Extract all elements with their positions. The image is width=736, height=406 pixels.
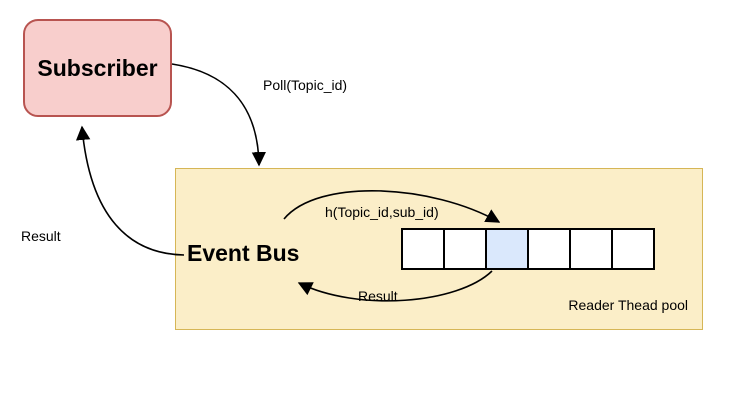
result-to-subscriber-edge-label: Result: [21, 228, 61, 244]
poll-arrow: [171, 63, 266, 167]
pool-cell-highlighted: [485, 228, 529, 270]
pool-cell: [401, 228, 445, 270]
result-to-subscriber-arrow: [75, 125, 185, 256]
result-to-bus-edge-label: Result: [358, 288, 398, 304]
hash-edge-label: h(Topic_id,sub_id): [325, 204, 439, 220]
pool-cell: [569, 228, 613, 270]
reader-pool-label: Reader Thead pool: [568, 297, 688, 313]
subscriber-node: Subscriber: [23, 19, 172, 117]
pool-cell: [611, 228, 655, 270]
pool-cell: [443, 228, 487, 270]
reader-pool-cell-row: [401, 228, 655, 270]
event-bus-label: Event Bus: [187, 240, 300, 266]
poll-edge-label: Poll(Topic_id): [263, 77, 348, 93]
pool-cell: [527, 228, 571, 270]
subscriber-label: Subscriber: [37, 54, 158, 81]
